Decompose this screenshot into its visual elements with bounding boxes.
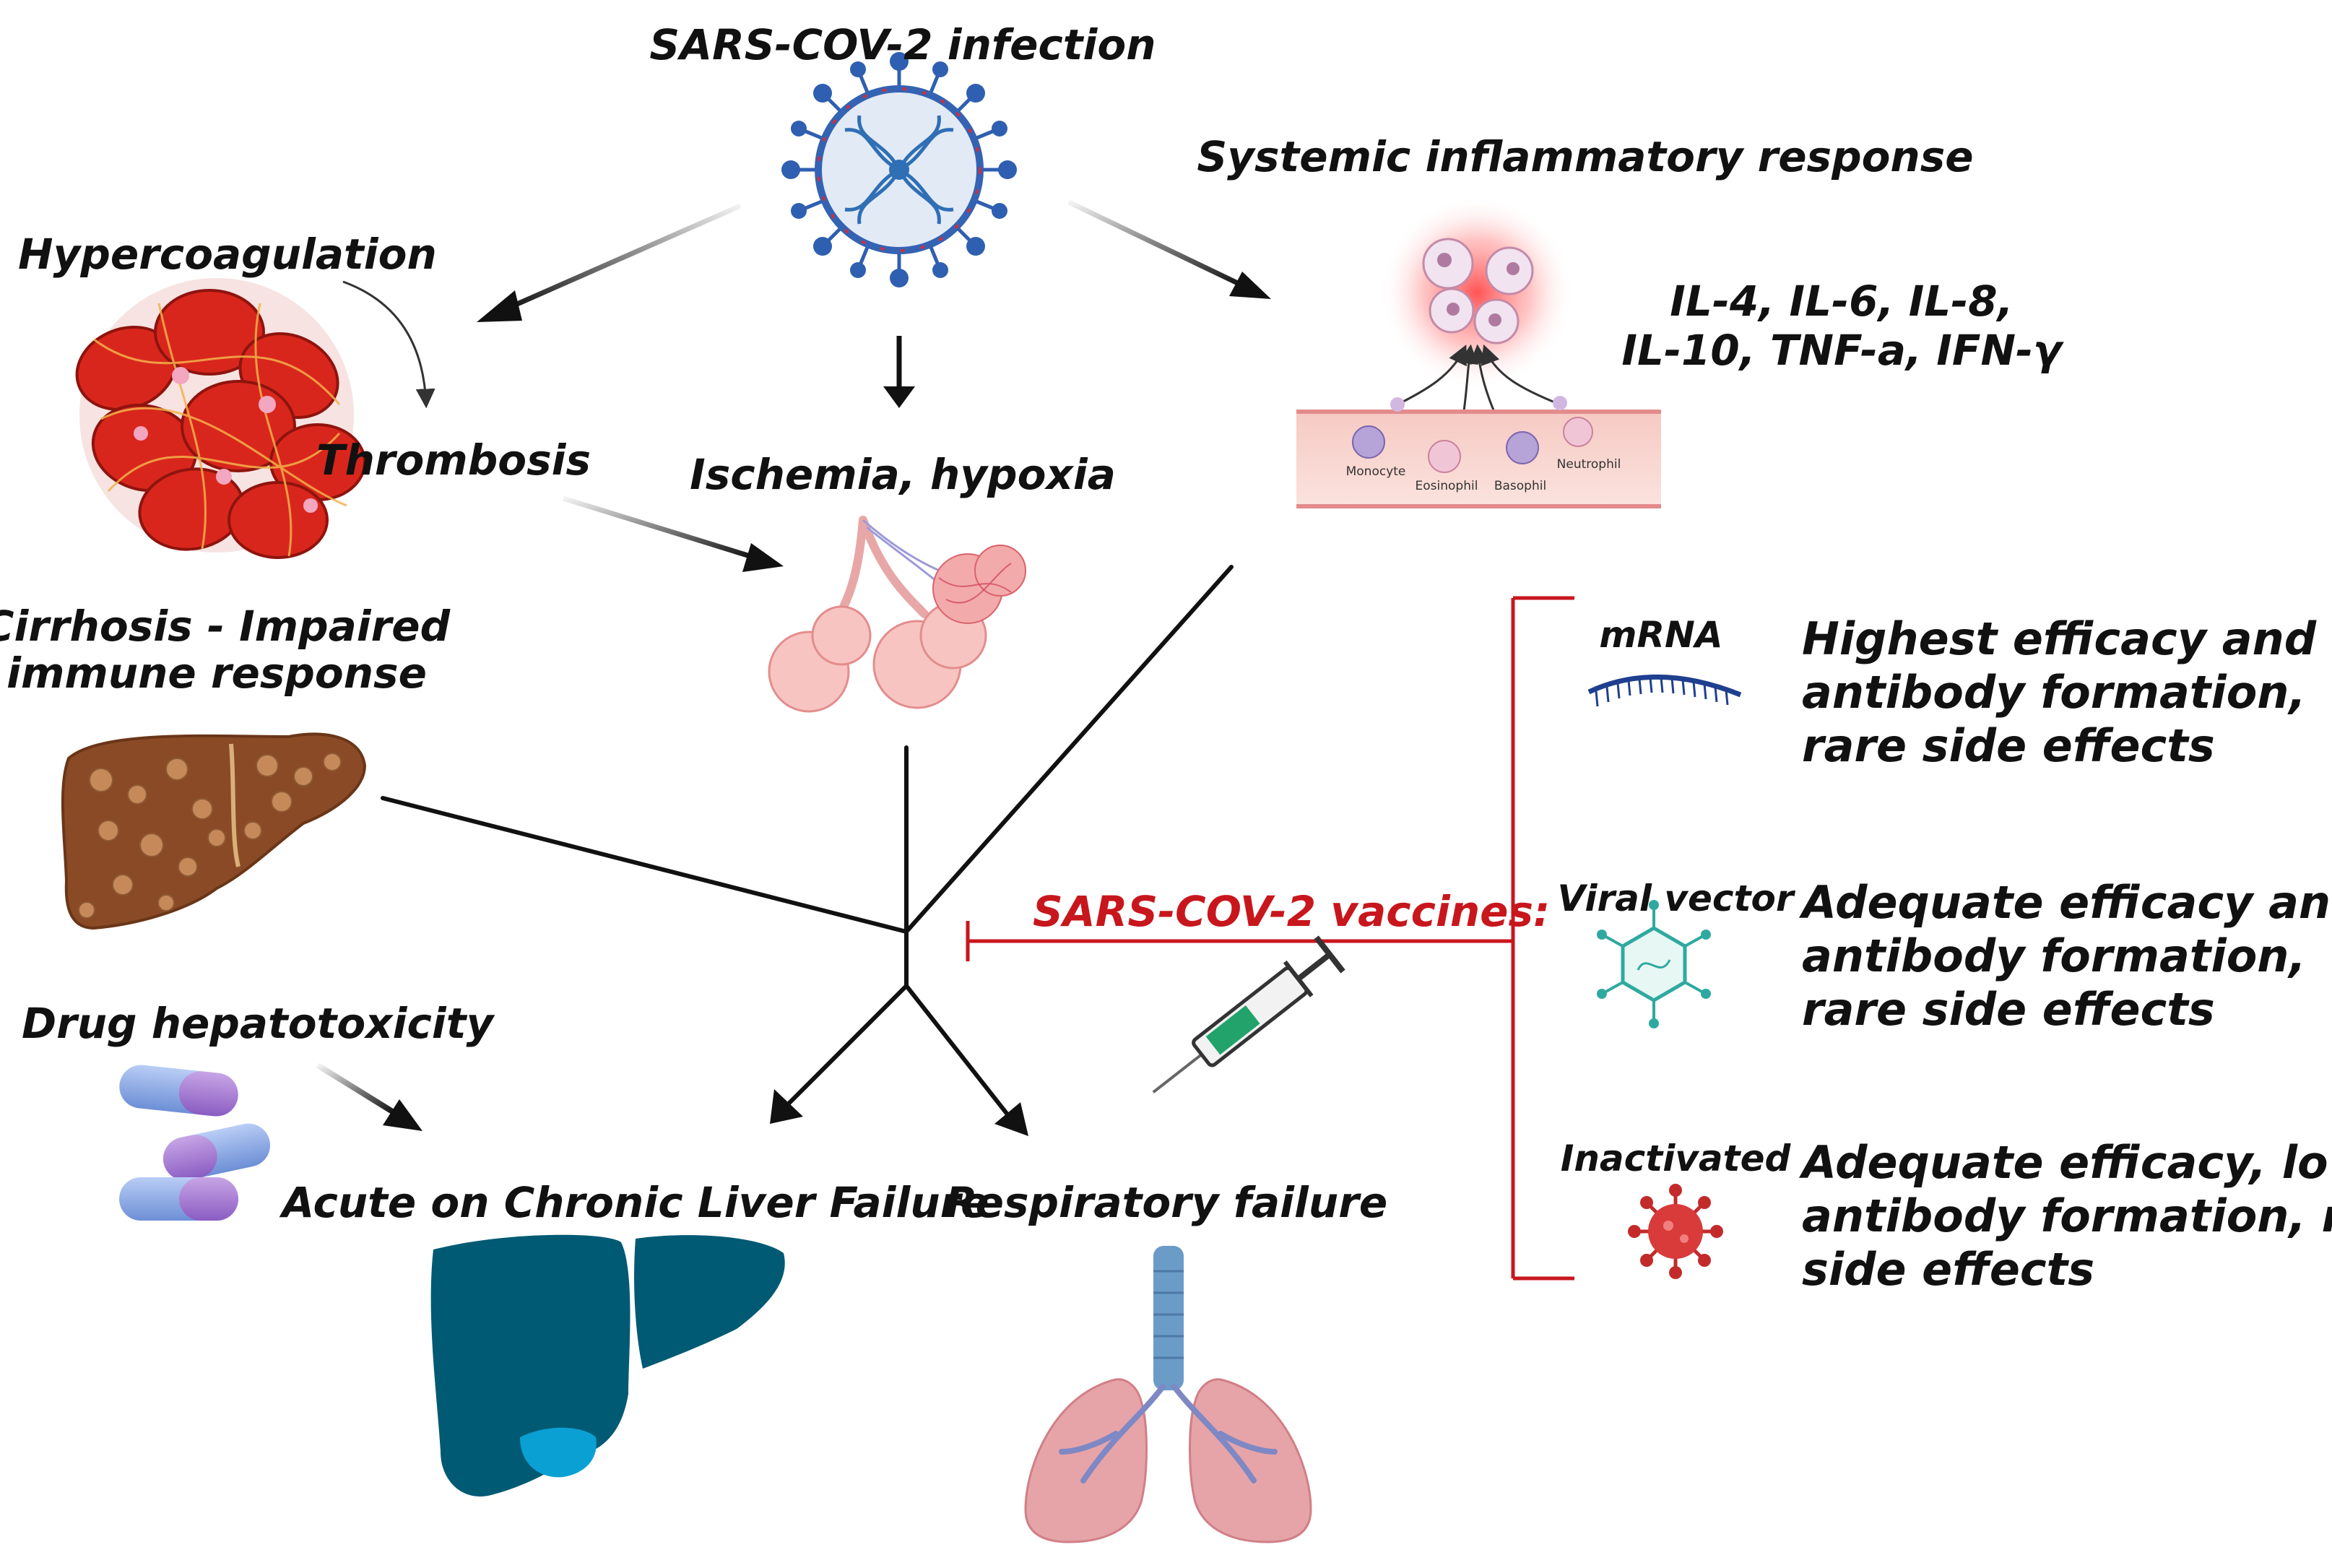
arrow-to-respiratory [904,984,1028,1136]
inflammation-title: Systemic inflammatory response [1197,132,1974,181]
mrna-desc-line-3: rare side effects [1802,719,2215,772]
cytokines-line-2: IL-10, TNF-a, IFN-γ [1621,326,2062,375]
inactivated-virus-icon [1628,1184,1723,1279]
mrna-desc-line-2: antibody formation, [1802,666,2306,719]
convergence-lines [381,565,1234,988]
cell-label-basophil: Basophil [1494,479,1547,493]
aclf-label: Acute on Chronic Liver Failure [282,1178,989,1227]
arrow-hypercoagulation-to-thrombosis [342,280,435,409]
vaccine-inhibition [966,596,1574,1281]
respiratory-failure-label: Respiratory failure [945,1178,1388,1227]
viral-vector-desc-line-1: Adequate efficacy and [1802,876,2332,929]
infection-title: SARS-COV-2 infection [649,20,1156,69]
inactivated-desc-line-2: antibody formation, rare [1802,1190,2332,1242]
cirrhosis-line-2: immune response [6,649,427,698]
line-from-cirrhosis [381,796,909,934]
ischemia-title: Ischemia, hypoxia [690,450,1116,499]
pills-icon [119,1065,271,1221]
viral-vector-desc-line-3: rare side effects [1802,983,2215,1036]
viral-vector-desc-line-2: antibody formation, [1802,930,2306,982]
inactivated-desc-line-1: Adequate efficacy, lower [1802,1136,2332,1189]
alveoli-icon [768,516,1026,713]
hypercoagulation-title: Hypercoagulation [18,230,437,279]
arrow-infection-to-ischemia [883,336,915,408]
vaccine-type-mrna: mRNA [1599,614,1723,656]
liver-icon [430,1234,785,1496]
blood-clot-icon [75,278,366,559]
cytokines-line-1: IL-4, IL-6, IL-8, [1670,277,2014,326]
line-from-inflammation [904,565,1234,934]
vaccine-type-inactivated: Inactivated [1560,1138,1791,1179]
cell-label-monocyte: Monocyte [1345,464,1406,479]
arrow-to-aclf [770,984,909,1124]
syringe-icon [1152,935,1345,1093]
virus-icon [781,52,1017,287]
inactivated-desc-line-3: side effects [1802,1243,2095,1296]
cirrhosis-line-1: Cirrhosis - Impaired [0,602,451,651]
cell-label-neutrophil: Neutrophil [1556,457,1621,472]
mrna-desc-line-1: Highest efficacy and [1802,612,2317,665]
arrow-drug-to-aclf [316,1062,422,1131]
cell-label-eosinophil: Eosinophil [1415,479,1478,493]
lungs-icon [1024,1246,1312,1543]
arrow-thrombosis-to-ischemia [562,495,784,572]
drug-title: Drug hepatotoxicity [22,999,494,1048]
cirrhotic-liver-icon [61,732,367,930]
arrow-infection-to-hypercoagulation [477,203,742,322]
inflammation-icon [1296,195,1661,508]
thrombosis-label: Thrombosis [316,436,591,485]
vaccine-type-viral-vector: Viral vector [1557,878,1794,919]
vaccines-title: SARS-COV-2 vaccines: [1033,887,1551,936]
arrow-infection-to-inflammation [1067,199,1271,299]
viral-vector-icon [1597,900,1711,1028]
mrna-icon [1587,675,1742,707]
